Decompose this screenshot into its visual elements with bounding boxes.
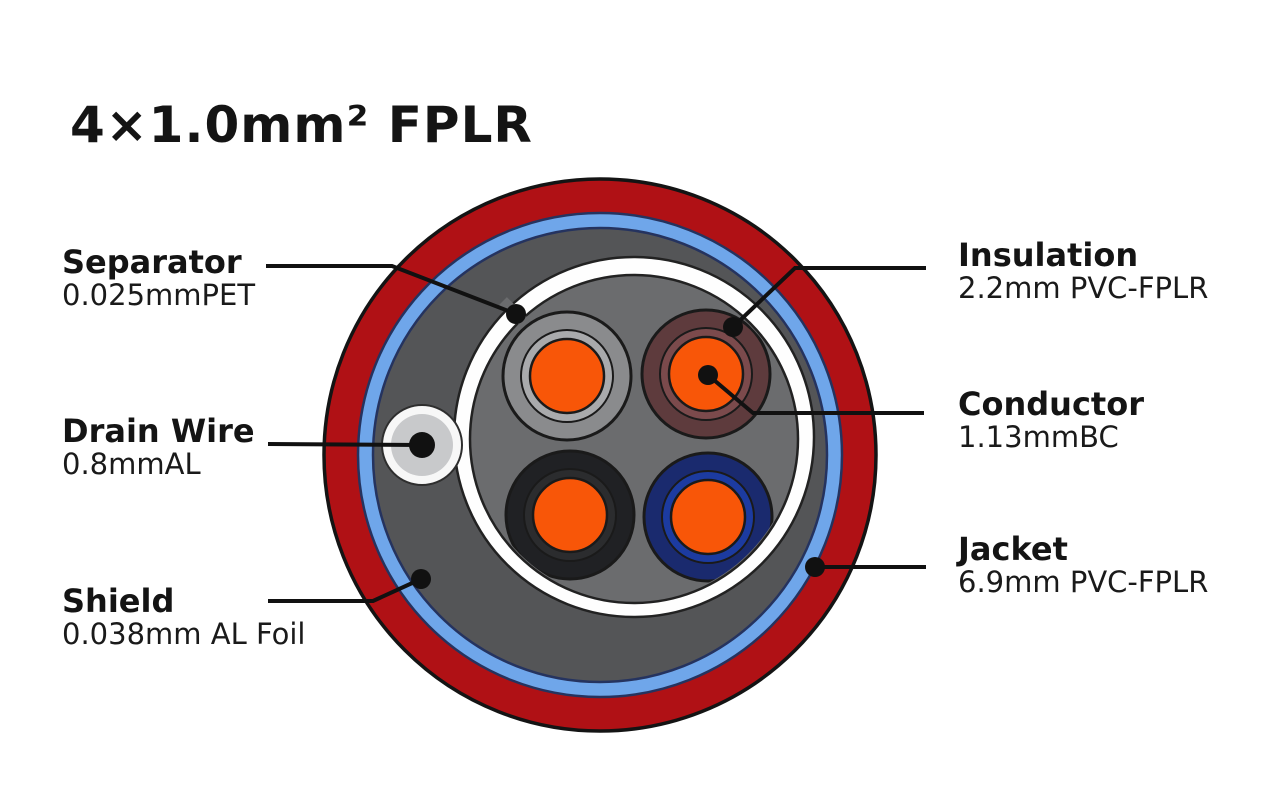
wire-group [501, 308, 774, 583]
page-title: 4×1.0mm² FPLR [70, 96, 533, 154]
label-insulation: Insulation 2.2mm PVC-FPLR [958, 238, 1208, 304]
label-jacket-name: Jacket [958, 530, 1068, 568]
leader-line-separator [266, 264, 517, 316]
callout-dot-insulation [723, 317, 743, 337]
label-drain-wire: Drain Wire 0.8mmAL [62, 414, 255, 480]
label-insulation-name: Insulation [958, 236, 1139, 274]
wire-bottomright-conductor [669, 478, 747, 556]
label-shield-name: Shield [62, 582, 175, 620]
label-jacket-spec: 6.9mm PVC-FPLR [958, 565, 1209, 599]
label-shield-spec: 0.038mm AL Foil [62, 617, 306, 651]
label-shield: Shield 0.038mm AL Foil [62, 584, 305, 650]
label-drain-wire-name: Drain Wire [62, 412, 255, 450]
label-separator-spec: 0.025mmPET [62, 278, 256, 312]
label-drain-wire-spec: 0.8mmAL [62, 447, 201, 481]
callout-dot-drain-wire [409, 432, 435, 458]
wire-topleft-conductor [528, 337, 606, 415]
label-jacket: Jacket 6.9mm PVC-FPLR [958, 532, 1208, 598]
callout-dot-separator [506, 304, 526, 324]
wire-bottomleft-conductor [531, 476, 609, 554]
callout-dot-shield [411, 569, 431, 589]
leader-line-shield [268, 577, 422, 603]
label-separator-name: Separator [62, 243, 242, 281]
label-conductor: Conductor 1.13mmBC [958, 387, 1144, 453]
label-insulation-spec: 2.2mm PVC-FPLR [958, 271, 1209, 305]
callout-dot-conductor [698, 365, 718, 385]
callout-dot-jacket [805, 557, 825, 577]
leader-line-insulation [731, 266, 926, 329]
leader-line-drain-wire [267, 442, 423, 447]
label-conductor-name: Conductor [958, 385, 1144, 423]
label-conductor-spec: 1.13mmBC [958, 420, 1119, 454]
leader-line-conductor [706, 373, 924, 415]
label-separator: Separator 0.025mmPET [62, 245, 255, 311]
